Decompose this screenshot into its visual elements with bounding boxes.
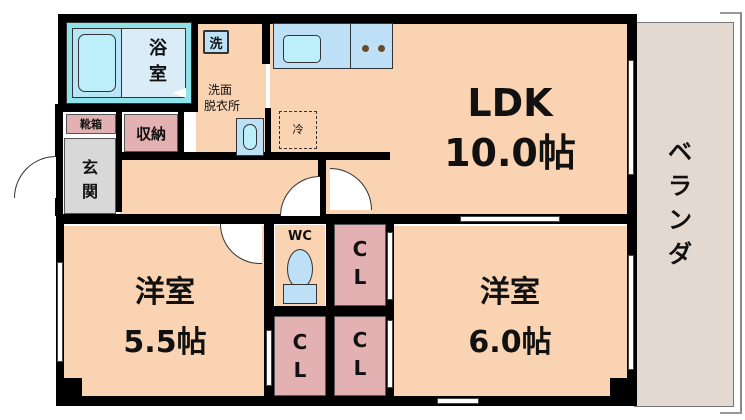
closet-1-line1: C [352,237,368,261]
storage [124,114,178,152]
veranda-char: ダ [668,240,692,268]
western-room-2-label: 洋室 6.0帖 [445,268,575,368]
shoe-box [66,114,116,134]
veranda-char: ベ [668,138,692,166]
closet-3-label: C L [334,326,386,382]
entrance [64,138,116,214]
washroom-label-line2: 脱衣所 [204,99,241,113]
wall-cl-right [386,214,394,406]
room2-window-bottom [437,398,479,404]
toilet-tank [283,284,317,304]
wall-hall-top [120,152,390,160]
washroom-label-line1: 洗面 [208,83,233,97]
shoe-box-label: 靴箱 [80,118,102,131]
fridge-label: 冷 [292,123,304,136]
closet-door-strip [387,320,393,388]
ldk-label: LDK 10.0帖 [440,78,580,178]
western-room-1-name: 洋室 [135,275,195,310]
western-room-1-label: 洋室 5.5帖 [100,268,230,368]
room1-window-left [57,262,63,362]
veranda-railing [720,12,742,414]
front-door[interactable] [14,156,56,198]
wall-bath-right [192,14,198,112]
wall-wash-right-lower [265,108,271,158]
stove-burner-icon [362,45,369,52]
kitchen-divider [350,23,351,69]
western-room-1-floor [64,226,266,398]
bathroom-label: 浴 室 [140,36,176,88]
toilet-bowl [287,249,313,289]
veranda-char: ン [668,206,692,234]
bathroom-door-marker [172,88,186,98]
veranda [634,22,734,407]
stove-burner-icon [378,45,385,52]
kitchen-sink [283,35,321,63]
bathroom-label-line1: 浴 [149,38,167,59]
veranda-label: ベ ラ ン ダ [660,135,700,271]
bathroom-label-line2: 室 [149,64,167,85]
closet-2-line1: C [292,330,308,354]
wall-entry-right [116,112,122,212]
washer [203,30,229,54]
wall-left-entry [55,104,63,216]
wall-top [58,14,636,24]
ldk-name: LDK [467,81,553,125]
western-room-1-size: 5.5帖 [123,325,207,360]
ldk-size: 10.0帖 [444,131,576,175]
wall-left-upper [58,14,66,106]
closet-2[interactable] [274,316,326,396]
storage-label: 収納 [135,125,166,143]
corner-block-2 [610,378,628,398]
ldk-window-right [628,60,634,175]
closet-1[interactable] [334,224,386,306]
fridge-space [279,111,317,149]
corner-block-1 [64,378,82,398]
washer-label: 洗 [209,37,223,52]
wall-pillar [318,160,326,218]
wall-hall-bottom [56,214,386,224]
wash-basin-bowl [243,124,257,150]
room2-window-right [628,255,634,370]
closet-3-line2: L [353,356,367,380]
closet-2-line2: L [293,358,307,382]
entrance-label-line1: 玄 [81,158,98,177]
wall-right [627,14,637,406]
veranda-char: ラ [668,172,692,200]
ldk-room2-sliding [460,216,560,222]
washroom-label: 洗面 脱衣所 [204,82,260,114]
wall-bath-bottom [58,104,194,112]
wall-storage-right [178,112,184,158]
wall-wash-right [262,14,270,64]
closet-door-strip [266,330,272,386]
closet-3[interactable] [334,316,386,396]
entrance-label: 玄 関 [64,156,116,204]
toilet-label: WC [288,229,312,244]
western-room-2-floor [394,226,628,398]
wall-bottom [56,396,636,406]
closet-3-line1: C [352,328,368,352]
western-room-2-name: 洋室 [480,275,540,310]
closet-door-strip [387,232,393,300]
closet-1-label: C L [334,235,386,291]
entrance-label-line2: 関 [81,182,98,201]
western-room-2-size: 6.0帖 [468,325,552,360]
bathtub [78,34,116,92]
closet-1-line2: L [353,265,367,289]
closet-2-label: C L [274,328,326,384]
wall-wc-bottom [264,306,394,316]
